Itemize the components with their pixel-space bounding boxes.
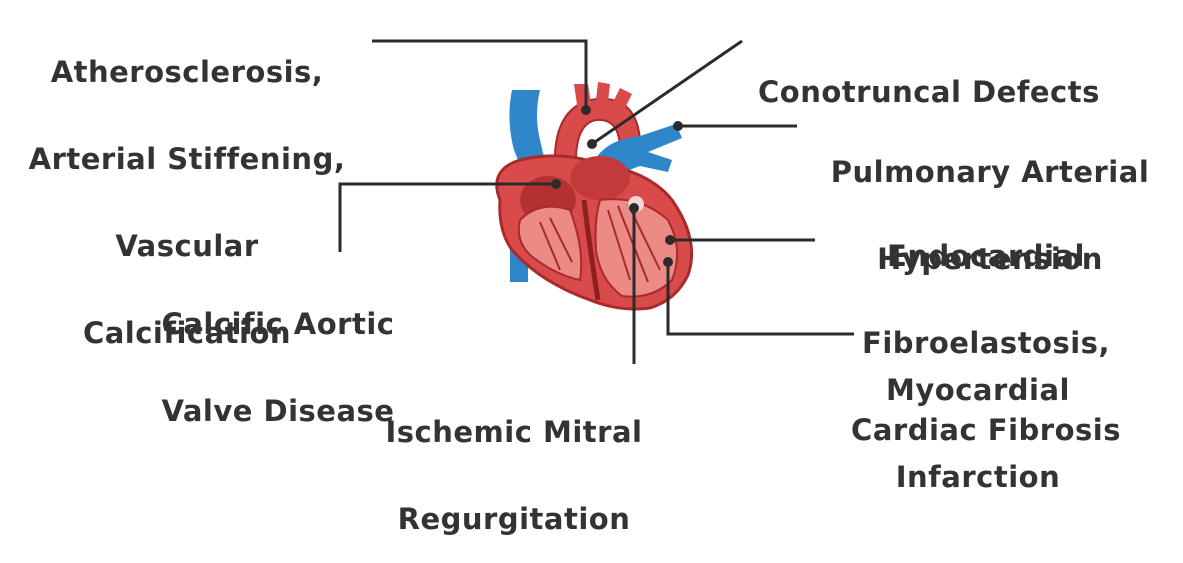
endpoint-endocardial	[665, 235, 675, 245]
leader-atherosclerosis	[372, 41, 586, 110]
label-ischemic: Ischemic Mitral Regurgitation	[354, 360, 674, 563]
heart-illustration	[497, 82, 692, 309]
label-pulmonary-line-1: Pulmonary Arterial	[800, 158, 1180, 187]
label-myocardial-line-1: Myocardial	[858, 376, 1098, 405]
endpoint-calcific	[551, 179, 561, 189]
endpoint-pulmonary	[673, 121, 683, 131]
endpoint-myocardial	[663, 257, 673, 267]
left-atrium	[570, 156, 630, 200]
label-myocardial: Myocardial Infarction	[858, 318, 1098, 521]
label-ischemic-line-2: Regurgitation	[354, 505, 674, 534]
endpoint-conotruncal	[587, 139, 597, 149]
aortic-branch-2	[596, 82, 610, 102]
label-calcific-line-1: Calcific Aortic	[128, 310, 428, 339]
label-atherosclerosis-line-1: Atherosclerosis,	[2, 58, 372, 87]
endpoint-ischemic	[629, 203, 639, 213]
label-ischemic-line-1: Ischemic Mitral	[354, 418, 674, 447]
label-endocardial-line-1: Endocardial	[816, 242, 1156, 271]
right-ventricle	[519, 207, 582, 280]
label-myocardial-line-2: Infarction	[858, 463, 1098, 492]
label-atherosclerosis-line-2: Arterial Stiffening,	[2, 145, 372, 174]
endpoint-atherosclerosis	[581, 105, 591, 115]
